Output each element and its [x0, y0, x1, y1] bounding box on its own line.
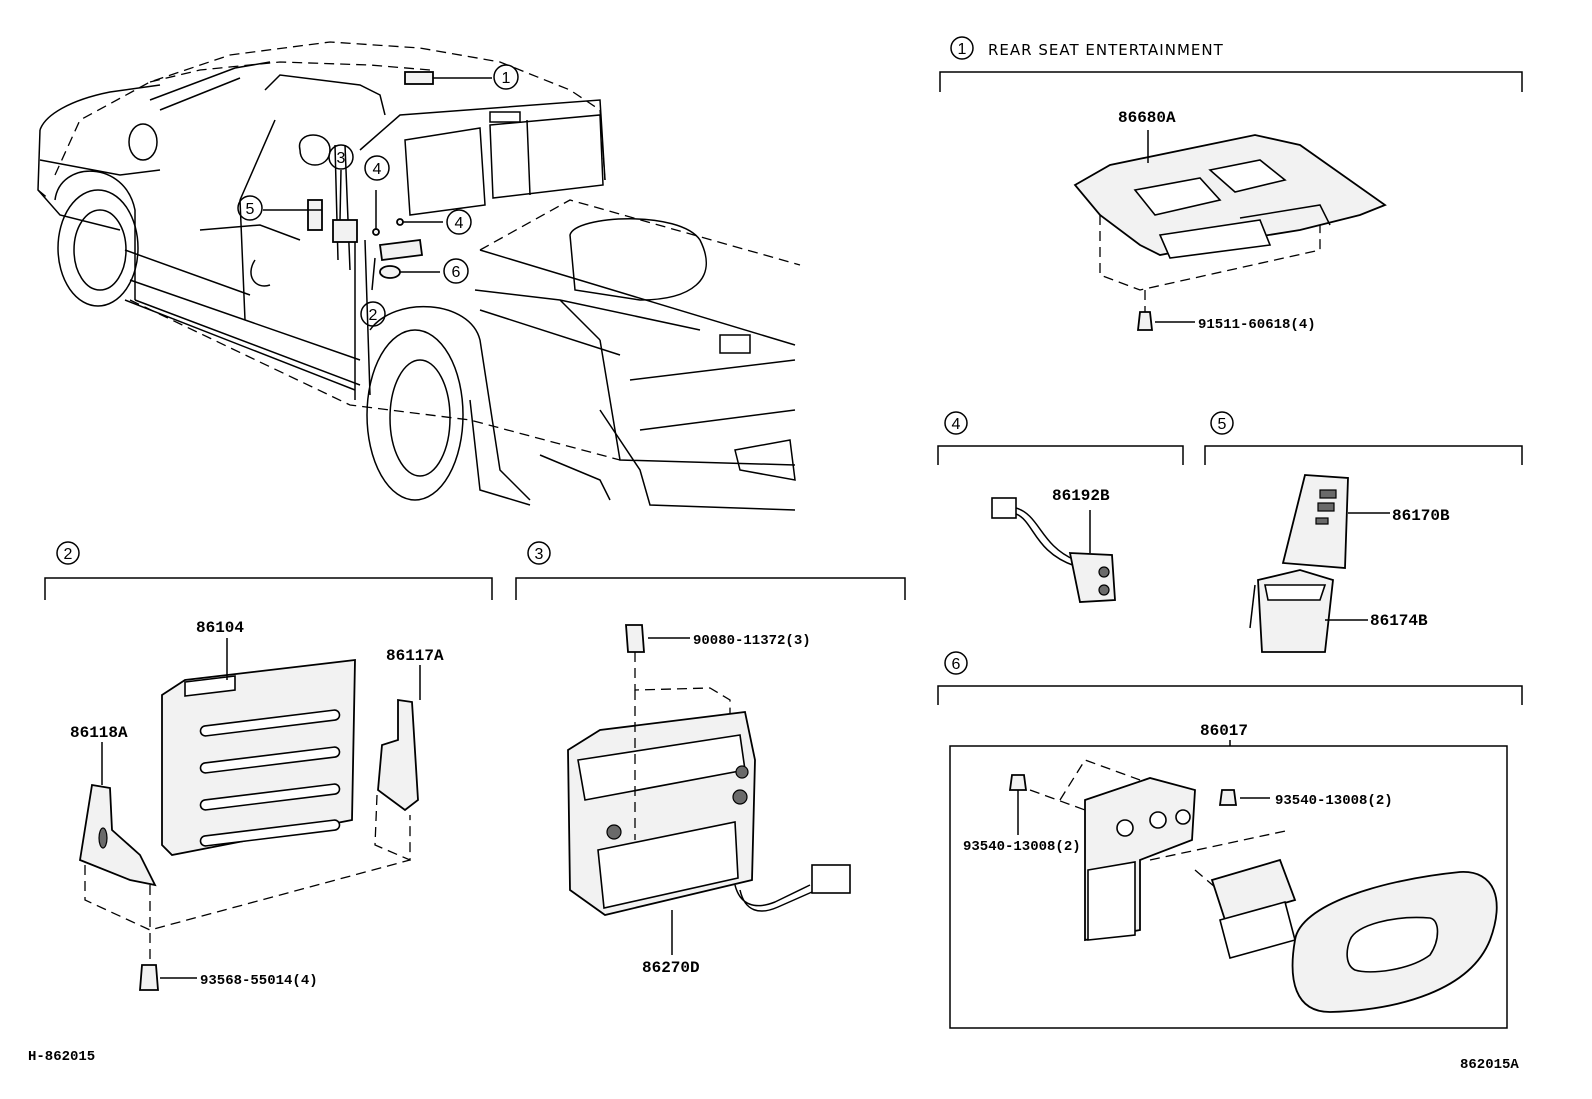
- callout-5: 5: [237, 195, 263, 221]
- callout-4-upper: 4: [364, 155, 390, 181]
- callout-6: 6: [443, 258, 469, 284]
- callout-1: 1: [493, 64, 519, 90]
- section-number: 3: [535, 546, 544, 563]
- part-label-93540-right: 93540-13008(2): [1275, 793, 1393, 809]
- section-number: 2: [64, 546, 73, 563]
- truck-illustration: [37, 41, 801, 511]
- diagram-code-right: 862015A: [1460, 1057, 1519, 1073]
- part-label-86104: 86104: [196, 619, 244, 637]
- part-label-86017: 86017: [1200, 722, 1248, 740]
- part-label-86118A: 86118A: [70, 724, 128, 742]
- section-number: 6: [952, 656, 961, 673]
- callout-label: 3: [337, 150, 346, 167]
- section-5: 5 86170B 86174B: [1204, 411, 1523, 653]
- part-label-86270D: 86270D: [642, 959, 700, 977]
- part-label-93568: 93568-55014(4): [200, 973, 318, 989]
- part-label-86117A: 86117A: [386, 647, 444, 665]
- callout-label: 4: [455, 215, 464, 232]
- part-label-86680A: 86680A: [1118, 109, 1176, 127]
- callout-2: 2: [360, 301, 386, 327]
- section-number: 1: [958, 41, 967, 58]
- callout-3: 3: [328, 144, 354, 170]
- part-label-90080: 90080-11372(3): [693, 633, 811, 649]
- callout-label: 1: [502, 70, 511, 87]
- callout-label: 4: [373, 161, 382, 178]
- part-label-86174B: 86174B: [1370, 612, 1428, 630]
- callout-label: 6: [452, 264, 461, 281]
- diagram-code-left: H-862015: [28, 1049, 95, 1065]
- callout-4-lower: 4: [446, 209, 472, 235]
- part-label-86192B: 86192B: [1052, 487, 1110, 505]
- part-label-93540-left: 93540-13008(2): [963, 839, 1081, 855]
- part-label-91511: 91511-60618(4): [1198, 317, 1316, 333]
- section-4: 4 86192B: [937, 411, 1184, 603]
- section-1: 1 REAR SEAT ENTERTAINMENT 86680A 91511-6…: [939, 36, 1523, 333]
- section-number: 4: [952, 416, 961, 433]
- section-2: 2 86104 86117A 86118A 93568-55014(4): [44, 541, 493, 991]
- callout-label: 2: [369, 307, 378, 324]
- section-number: 5: [1218, 416, 1227, 433]
- part-label-86170B: 86170B: [1392, 507, 1450, 525]
- section-6: 6 86017 93540-13008(2) 93540-13008(2): [937, 651, 1523, 1029]
- callout-label: 5: [246, 201, 255, 218]
- section-3: 3 90080-11372(3) 86270D: [515, 541, 906, 977]
- section-title: REAR SEAT ENTERTAINMENT: [988, 41, 1224, 59]
